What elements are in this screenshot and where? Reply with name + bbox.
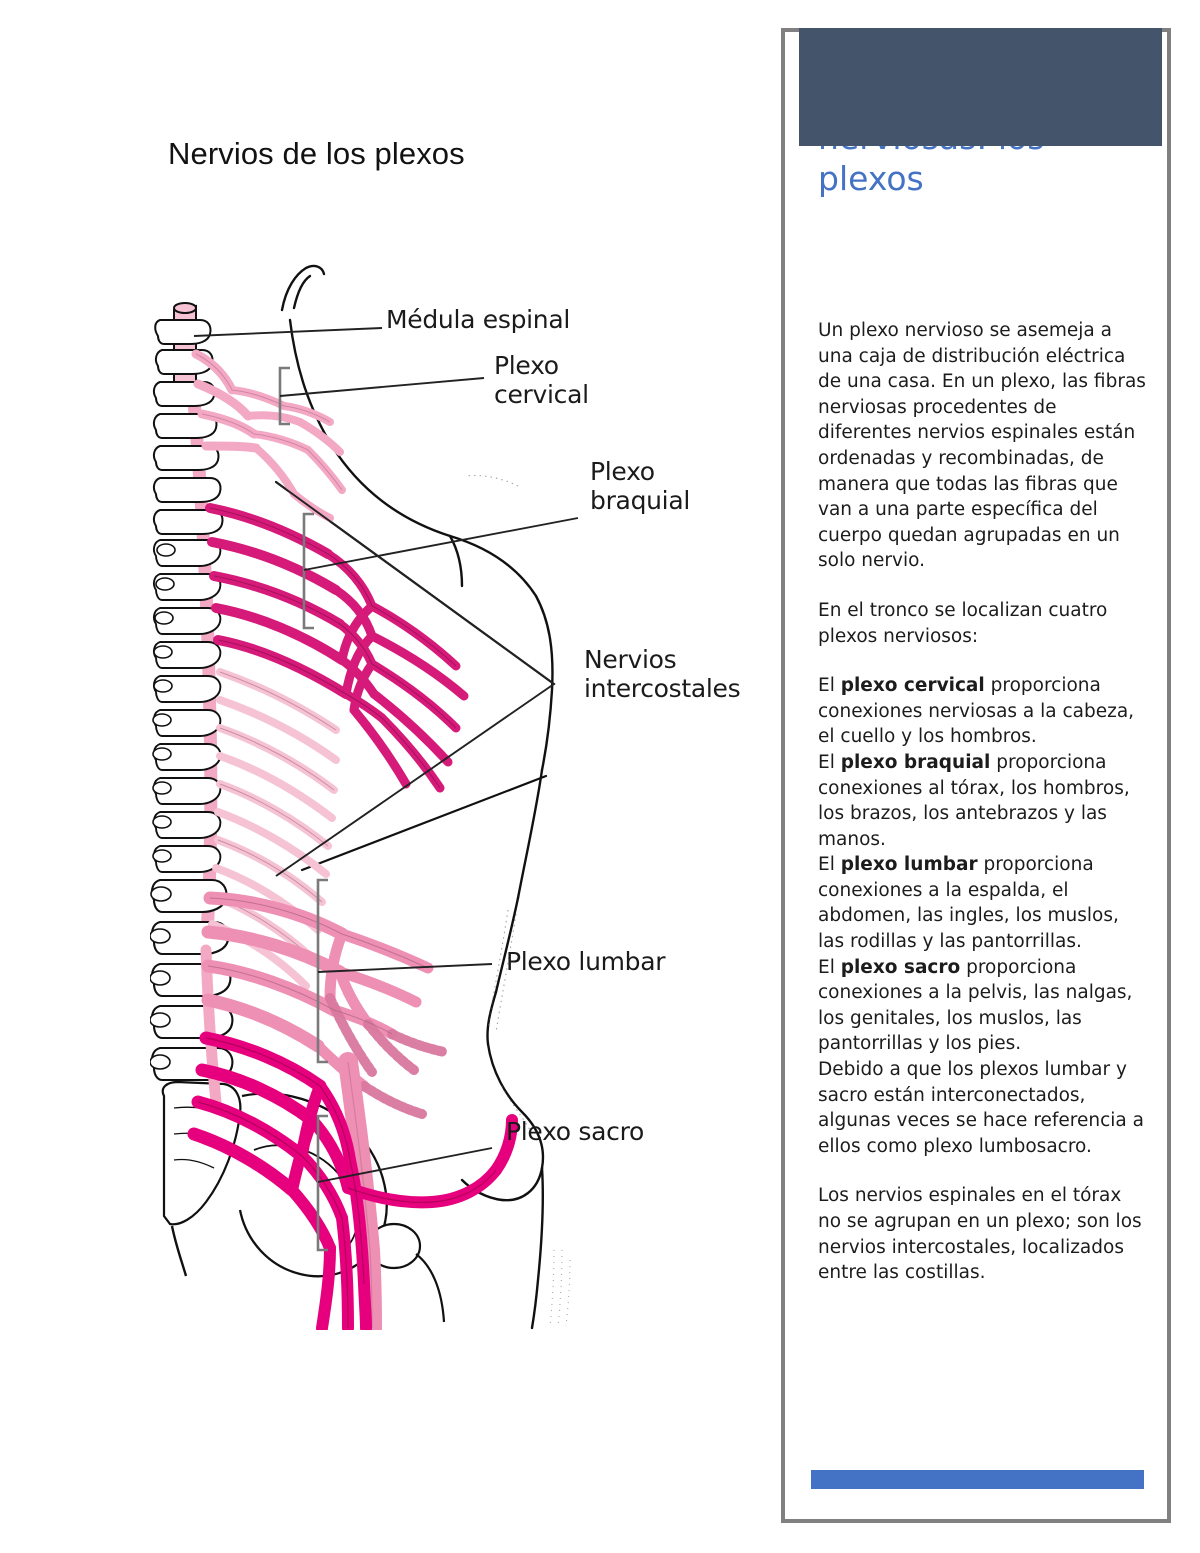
plexo-lumbar-pre: El — [818, 854, 841, 876]
figure-label-plexo-sacro: Plexo sacro — [506, 1117, 645, 1146]
figure-label-plexo-braquial-line1: Plexo — [590, 457, 655, 486]
paragraph-plexo-braquial: El plexo braquial proporciona conexiones… — [818, 750, 1148, 852]
plexo-sacro-term: plexo sacro — [840, 956, 961, 978]
plexo-cervical-pre: El — [818, 675, 841, 697]
figure-label-plexo-braquial-line2: braquial — [590, 485, 690, 515]
title-cover-block — [799, 28, 1162, 146]
figure-label-nervios-intercostales-line2: intercostales — [584, 673, 741, 703]
page-title: Nervios de los plexos — [168, 136, 465, 171]
plexo-braquial-term: plexo braquial — [840, 751, 991, 773]
sidebar-body-text: Un plexo nervioso se asemeja a una caja … — [818, 318, 1148, 1310]
paragraph-plexo-sacro: El plexo sacro proporciona conexiones a … — [818, 955, 1148, 1057]
paragraph-cuatro-plexos: En el tronco se localizan cuatro plexos … — [818, 599, 1108, 647]
plexo-braquial-post: proporciona conexiones al tórax, los hom… — [818, 751, 1130, 850]
plexo-braquial-pre: El — [818, 751, 841, 773]
paragraph-intro: Un plexo nervioso se asemeja a una caja … — [818, 320, 1146, 572]
sidebar-inner: y conexiones nerviosas: los plexos Un pl… — [785, 28, 1167, 1519]
paragraph-lumbosacro: Debido a que los plexos lumbar y sacro e… — [818, 1059, 1144, 1157]
document-left-column: Nervios de los plexos — [150, 136, 770, 1330]
plexo-cervical-post: proporciona conexiones nerviosas a la ca… — [818, 675, 1135, 748]
figure-label-nervios-intercostales-line1: Nervios — [584, 645, 677, 674]
bracket-group — [278, 366, 328, 1252]
figure-label-plexo-lumbar: Plexo lumbar — [506, 947, 666, 976]
plexo-cervical-term: plexo cervical — [840, 675, 985, 697]
paragraph-plexo-lumbar: El plexo lumbar proporciona conexiones a… — [818, 852, 1148, 954]
plexo-sacro-post: proporciona conexiones a la pelvis, las … — [818, 956, 1133, 1055]
plexo-lumbar-post: proporciona conexiones a la espalda, el … — [818, 854, 1119, 953]
leader-lines — [193, 327, 579, 1183]
plexo-sacro-pre: El — [818, 956, 841, 978]
sidebar-footer-bar — [811, 1470, 1144, 1489]
paragraph-intercostales: Los nervios espinales en el tórax no se … — [818, 1185, 1142, 1284]
plexus-illustration — [150, 264, 579, 1330]
figure-label-medula-espinal: Médula espinal — [386, 305, 571, 334]
sidebar-text-box: y conexiones nerviosas: los plexos Un pl… — [781, 28, 1171, 1523]
figure-label-plexo-cervical-line1: Plexo — [494, 351, 559, 380]
figure-label-plexo-cervical-line2: cervical — [494, 379, 589, 409]
plexo-lumbar-term: plexo lumbar — [840, 854, 978, 876]
paragraph-plexo-cervical: El plexo cervical proporciona conexiones… — [818, 673, 1148, 750]
sidebar-title-line4: plexos — [818, 159, 924, 198]
